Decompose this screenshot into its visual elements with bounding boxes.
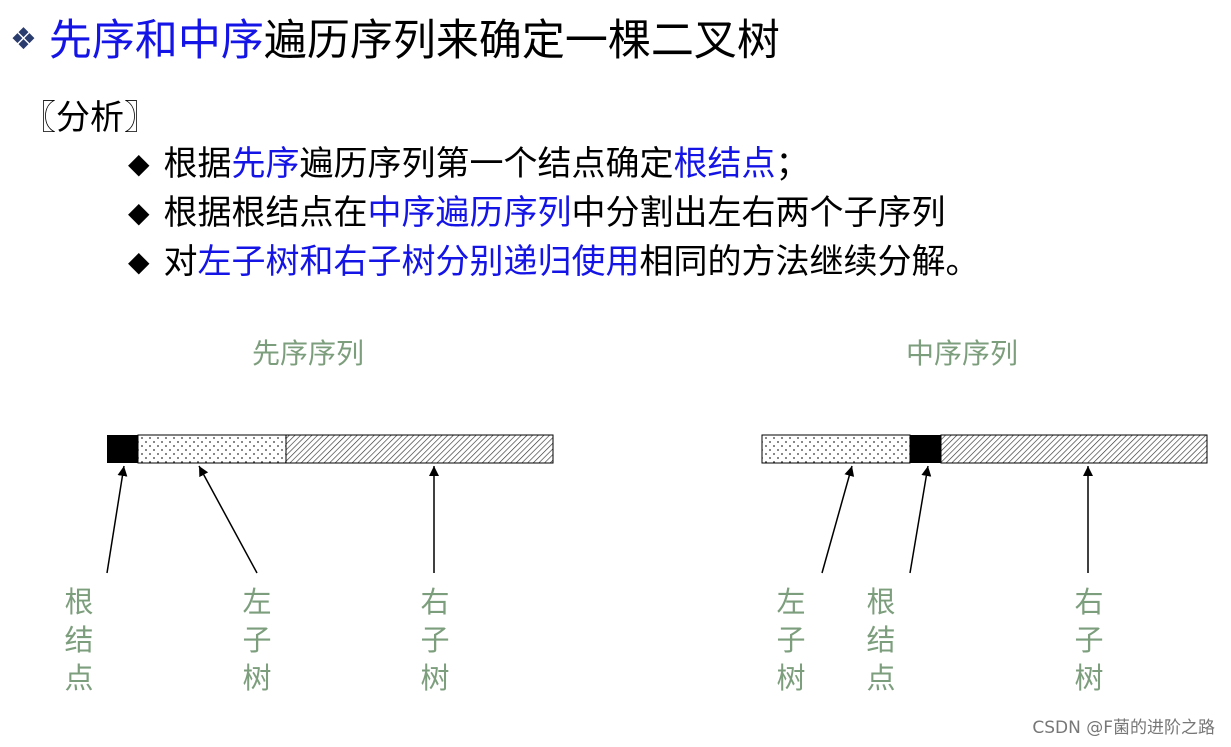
label-char: 子: [242, 623, 272, 657]
analysis-label: 〖分析〗: [22, 98, 158, 138]
inorder-right-subtree-segment: [940, 434, 1208, 464]
diamond-bullet-icon: ◆: [128, 196, 150, 229]
preorder-sequence-label: 先序序列: [252, 337, 365, 370]
preorder-root-segment: [107, 435, 138, 463]
label-char: 子: [420, 623, 450, 657]
label-char: 结: [866, 623, 896, 657]
preorder-right-subtree-segment: [285, 434, 554, 464]
point-text: 对: [163, 242, 198, 282]
preorder-root-label: 根 结 点: [62, 583, 96, 697]
point-highlight: 根结点: [673, 144, 776, 184]
diamond-bullet-icon: ◆: [128, 245, 150, 278]
point-text: 遍历序列第一个结点确定: [299, 144, 674, 184]
bullet-point-3: ◆ 对左子树和右子树分别递归使用相同的方法继续分解。: [128, 239, 980, 285]
label-char: 结: [64, 623, 94, 657]
inorder-right-label: 右 子 树: [1072, 583, 1106, 697]
point-highlight: 左子树和右子树分别递归使用: [197, 242, 640, 282]
label-char: 点: [64, 661, 94, 695]
bullet-point-2: ◆ 根据根结点在中序遍历序列中分割出左右两个子序列: [128, 190, 946, 236]
label-char: 子: [776, 623, 806, 657]
inorder-left-subtree-segment: [761, 434, 911, 464]
inorder-sequence-label: 中序序列: [906, 337, 1019, 370]
label-char: 树: [1074, 661, 1104, 695]
point-highlight: 中序遍历序列: [367, 193, 572, 233]
arrow-pre-root: [106, 465, 128, 574]
label-char: 根: [866, 585, 896, 619]
label-char: 右: [420, 585, 450, 619]
page-title: ❖ 先序和中序遍历序列来确定一棵二叉树: [10, 10, 780, 71]
inorder-root-label: 根 结 点: [864, 583, 898, 697]
label-char: 树: [776, 661, 806, 695]
point-text: 相同的方法继续分解。: [639, 242, 980, 282]
label-char: 子: [1074, 623, 1104, 657]
preorder-left-label: 左 子 树: [240, 583, 274, 697]
title-highlight: 先序和中序: [48, 16, 264, 66]
label-char: 左: [776, 585, 806, 619]
point-highlight: 先序: [231, 144, 300, 184]
diamond-bullet-icon: ◆: [128, 147, 150, 180]
preorder-right-label: 右 子 树: [418, 583, 452, 697]
arrow-in-left: [821, 465, 855, 574]
preorder-bar: [107, 434, 554, 464]
preorder-left-subtree-segment: [137, 434, 287, 464]
label-char: 树: [242, 661, 272, 695]
label-char: 树: [420, 661, 450, 695]
arrow-pre-left: [198, 465, 258, 574]
arrow-in-root: [909, 465, 932, 574]
point-text: ；: [775, 144, 810, 184]
point-text: 根据根结点在: [163, 193, 368, 233]
label-char: 点: [866, 661, 896, 695]
bullet-point-1: ◆ 根据先序遍历序列第一个结点确定根结点；: [128, 141, 810, 187]
watermark: CSDN @F菌的进阶之路: [1032, 718, 1215, 738]
inorder-bar: [761, 434, 1208, 464]
label-char: 左: [242, 585, 272, 619]
inorder-left-label: 左 子 树: [774, 583, 808, 697]
point-text: 根据: [163, 144, 232, 184]
label-char: 右: [1074, 585, 1104, 619]
point-text: 中分割出左右两个子序列: [571, 193, 946, 233]
title-rest: 遍历序列来确定一棵二叉树: [263, 16, 780, 66]
inorder-root-segment: [910, 435, 941, 463]
title-bullet-icon: ❖: [10, 22, 37, 57]
label-char: 根: [64, 585, 94, 619]
